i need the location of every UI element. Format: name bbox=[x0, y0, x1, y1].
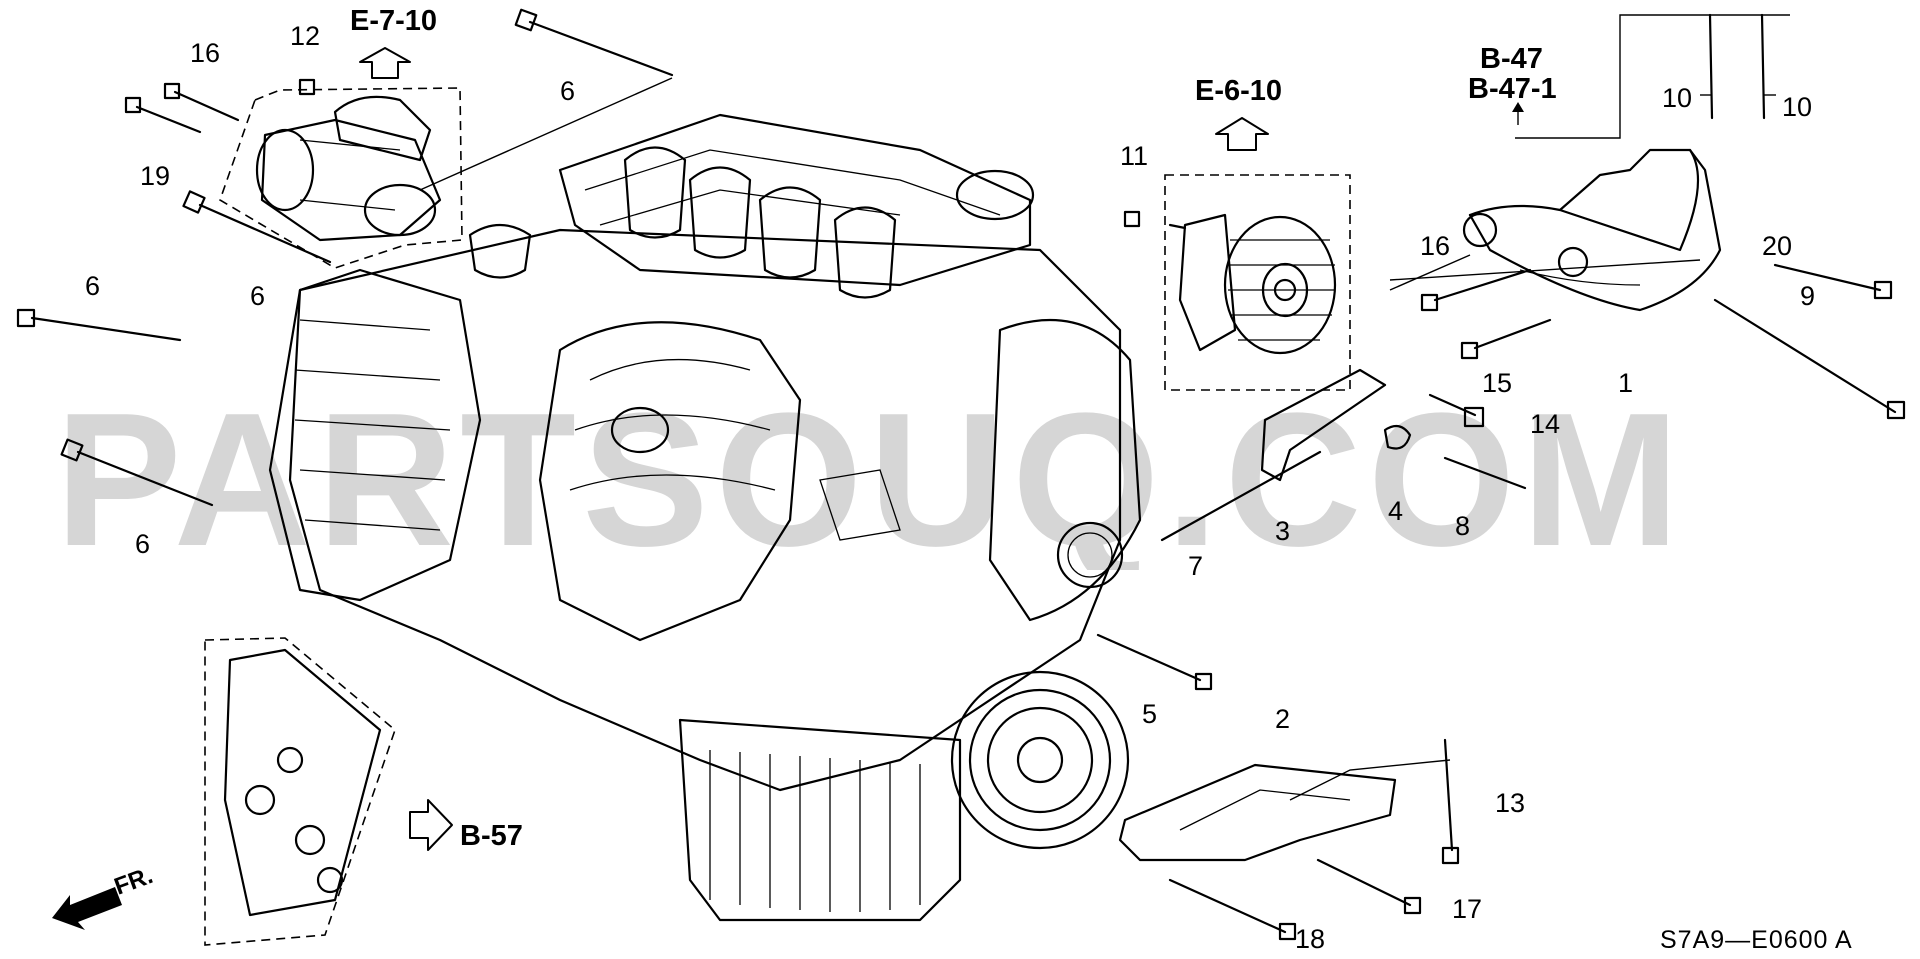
starter-motor bbox=[255, 95, 442, 242]
callout-6-low: 6 bbox=[135, 529, 150, 559]
callout-20: 20 bbox=[1762, 231, 1792, 261]
callout-3: 3 bbox=[1275, 516, 1290, 546]
front-direction-marker: FR. bbox=[52, 862, 156, 930]
callout-6-mid: 6 bbox=[250, 281, 265, 311]
callout-15: 15 bbox=[1482, 368, 1512, 398]
callout-12: 12 bbox=[290, 21, 320, 51]
alternator bbox=[1168, 213, 1337, 355]
reference-mount: B-47 B-47-1 bbox=[1468, 43, 1557, 125]
lower-bracket bbox=[223, 648, 382, 917]
engine-mount-bracket bbox=[1462, 148, 1722, 312]
callout-6-top: 6 bbox=[560, 76, 575, 106]
svg-text:E-6-10: E-6-10 bbox=[1195, 75, 1282, 107]
bracket-2 bbox=[1118, 763, 1397, 862]
callout-16-right: 16 bbox=[1420, 231, 1450, 261]
callout-4: 4 bbox=[1388, 496, 1403, 526]
callout-18: 18 bbox=[1295, 924, 1325, 954]
reference-alternator: E-6-10 bbox=[1195, 75, 1282, 151]
callout-13: 13 bbox=[1495, 788, 1525, 818]
callout-11: 11 bbox=[1120, 141, 1148, 171]
svg-text:B-47-1: B-47-1 bbox=[1468, 73, 1557, 105]
crank-pulley bbox=[950, 670, 1130, 850]
callout-17: 17 bbox=[1452, 894, 1482, 924]
engine-assembly bbox=[268, 113, 1142, 922]
bolts bbox=[16, 8, 1906, 941]
callout-8: 8 bbox=[1455, 511, 1470, 541]
callout-6-left: 6 bbox=[85, 271, 100, 301]
svg-text:FR.: FR. bbox=[111, 862, 157, 901]
callout-1: 1 bbox=[1618, 368, 1633, 398]
clip-4 bbox=[1383, 424, 1412, 450]
diagram-code: S7A9—E0600 A bbox=[1660, 926, 1853, 954]
callout-14: 14 bbox=[1530, 409, 1560, 439]
reference-starter: E-7-10 bbox=[350, 5, 437, 79]
callout-19: 19 bbox=[140, 161, 170, 191]
ignition-coils bbox=[623, 146, 897, 299]
svg-text:B-57: B-57 bbox=[460, 820, 523, 852]
watermark: PARTSOUQ.COM bbox=[55, 390, 1686, 570]
callout-7: 7 bbox=[1188, 551, 1203, 581]
callout-10-right: 10 bbox=[1782, 92, 1812, 122]
leader-lines bbox=[419, 14, 1790, 801]
callouts: 1 2 3 4 5 6 6 6 6 7 8 9 10 10 11 12 13 1… bbox=[85, 21, 1815, 954]
callout-9: 9 bbox=[1800, 281, 1815, 311]
svg-text:B-47: B-47 bbox=[1480, 43, 1543, 75]
reference-lower-bracket: B-57 bbox=[409, 799, 523, 852]
svg-text:E-7-10: E-7-10 bbox=[350, 5, 437, 37]
callout-2: 2 bbox=[1275, 704, 1290, 734]
callout-16-left: 16 bbox=[190, 38, 220, 68]
callout-10-left: 10 bbox=[1662, 83, 1692, 113]
callout-5: 5 bbox=[1142, 699, 1157, 729]
bracket-3 bbox=[1260, 368, 1387, 482]
